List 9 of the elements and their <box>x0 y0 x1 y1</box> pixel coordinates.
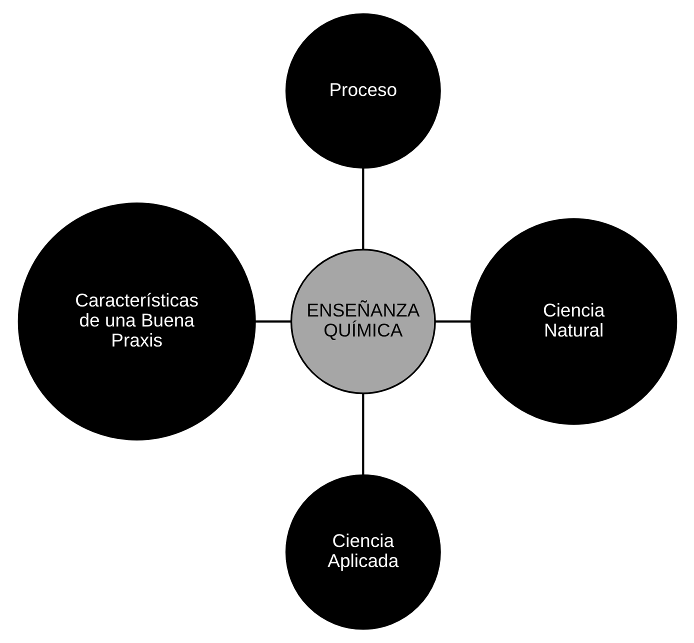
connector <box>434 320 470 323</box>
node-circle: Proceso <box>284 13 440 169</box>
connector <box>254 320 291 323</box>
node-circle: Características de una Buena Praxis <box>17 202 256 440</box>
node-circle: Ciencia Natural <box>470 218 677 425</box>
node-circle: ENSEÑANZA QUÍMICA <box>290 248 436 394</box>
connector <box>362 394 364 476</box>
connector <box>362 168 364 250</box>
node-circle: Ciencia Aplicada <box>284 474 440 630</box>
